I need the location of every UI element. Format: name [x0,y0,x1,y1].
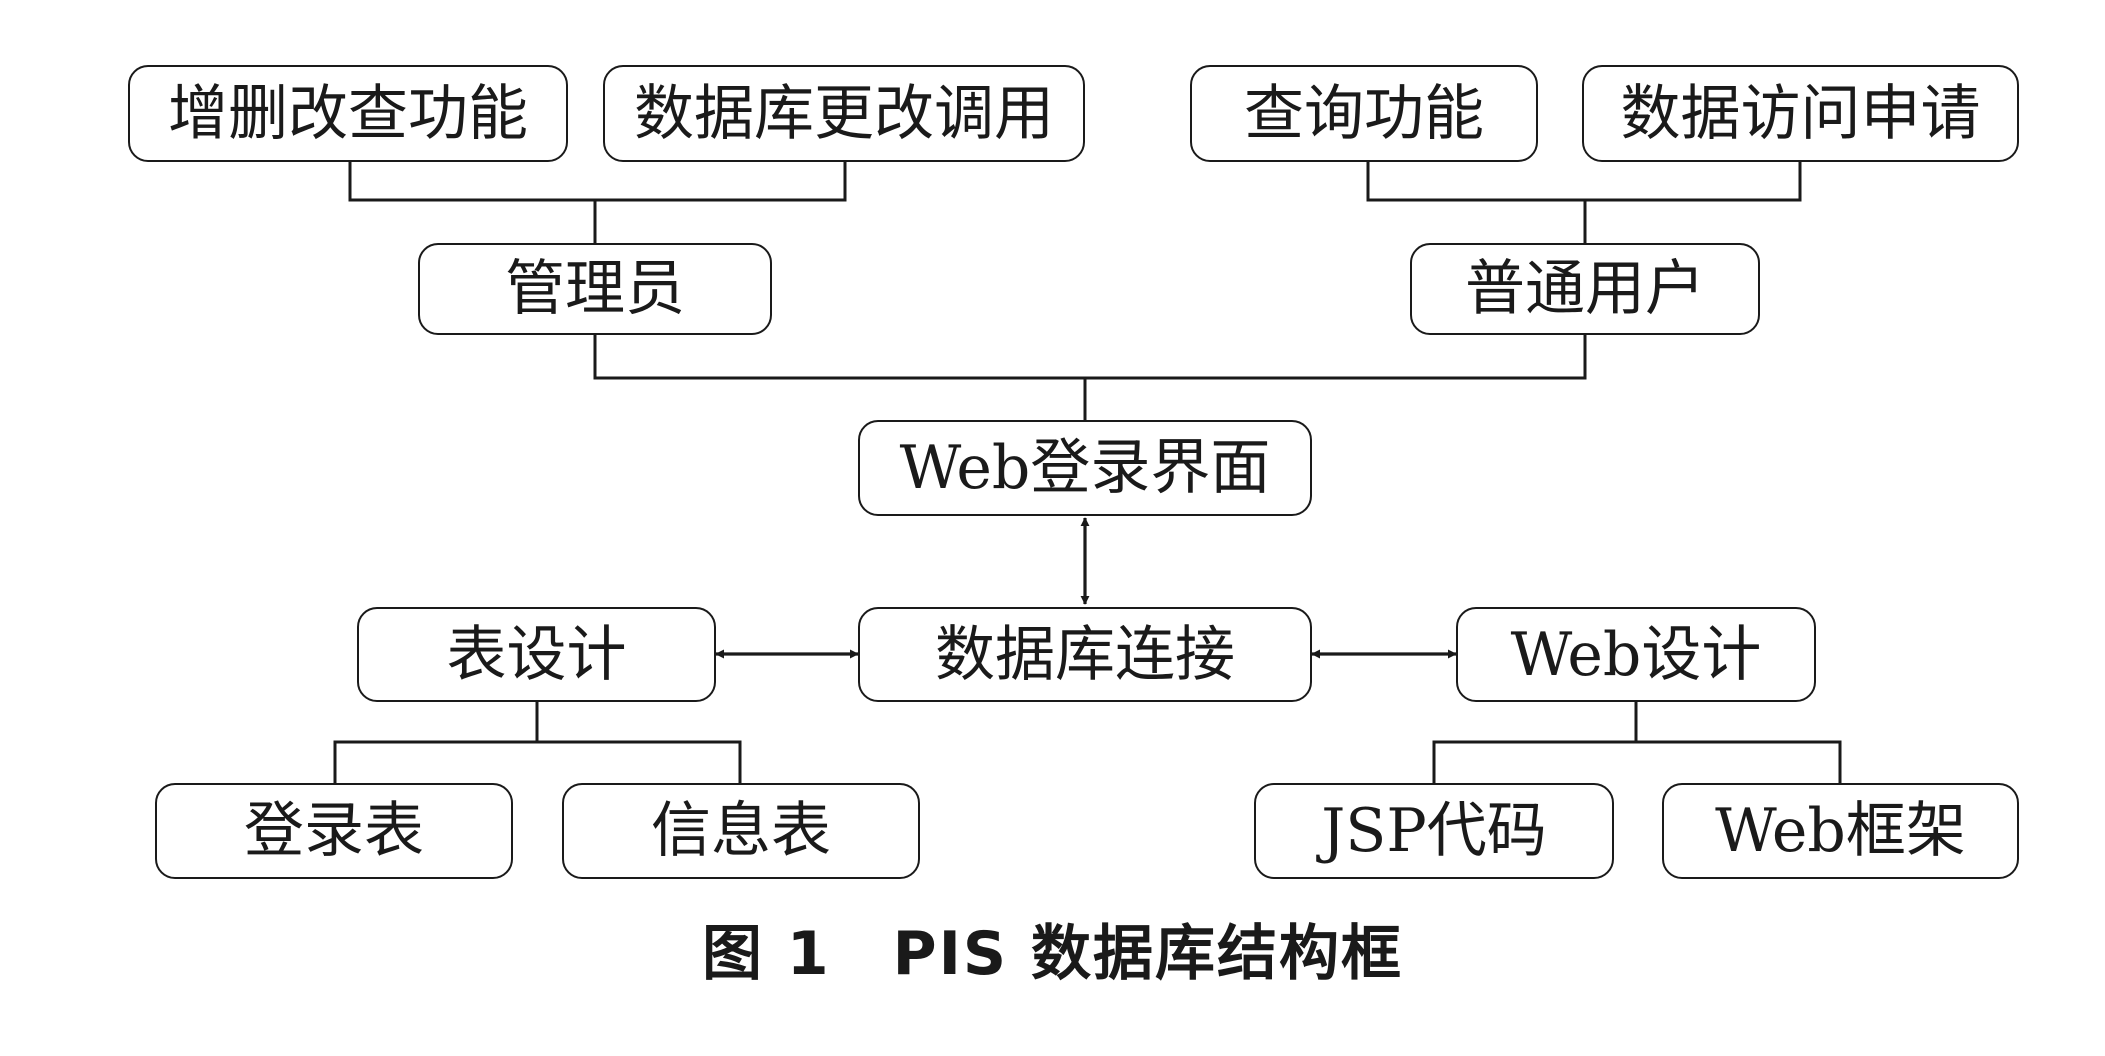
connector-web-parts [1432,740,1842,783]
figure-caption: 图 1 PIS 数据库结构框 [701,919,1404,989]
connector-roles [593,335,1587,380]
node-crud-functions: 增删改查功能 [128,65,568,162]
node-db-connection: 数据库连接 [858,607,1312,702]
node-info-table: 信息表 [562,783,920,879]
node-query-functions: 查询功能 [1190,65,1538,162]
connector-user-functions [1366,162,1802,202]
connector-tables [333,740,742,783]
node-web-login: Web登录界面 [858,420,1312,516]
node-jsp-code: JSP代码 [1254,783,1614,879]
node-regular-user: 普通用户 [1410,243,1760,335]
node-admin: 管理员 [418,243,772,335]
node-web-design: Web设计 [1456,607,1816,702]
node-data-access-request: 数据访问申请 [1582,65,2019,162]
node-login-table: 登录表 [155,783,513,879]
node-table-design: 表设计 [357,607,716,702]
node-web-framework: Web框架 [1662,783,2019,879]
node-db-update-call: 数据库更改调用 [603,65,1085,162]
connector-admin-functions [348,162,847,202]
